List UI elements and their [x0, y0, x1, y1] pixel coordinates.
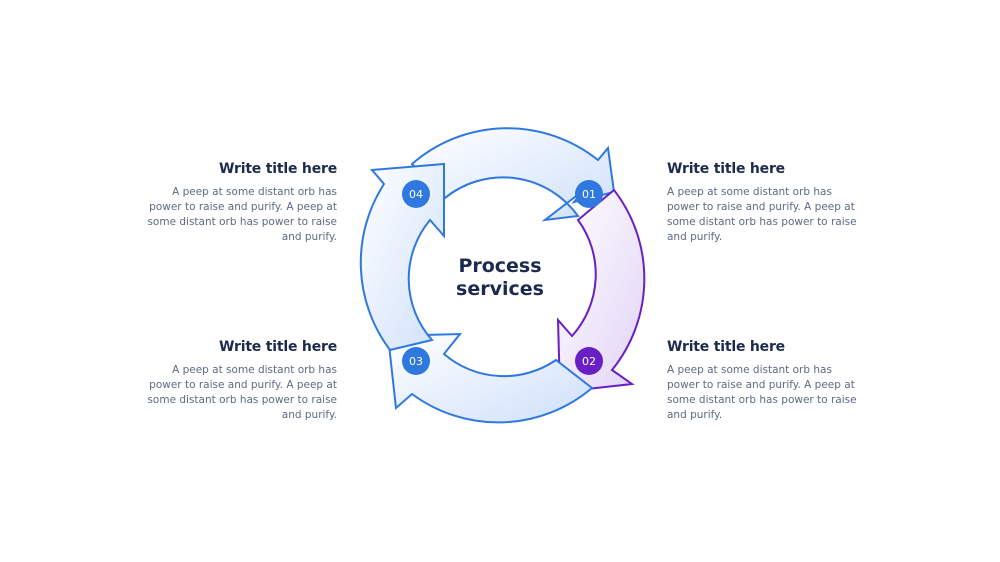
step-text-04: A peep at some distant orb has power to … — [147, 186, 337, 243]
arrow-segment-02 — [556, 188, 646, 394]
step-badge-03: 03 — [402, 347, 430, 375]
step-title-02: Write title here — [667, 339, 785, 355]
arrow-segment-03 — [386, 332, 594, 424]
arrow-segment-04 — [359, 162, 445, 352]
step-badge-01: 01 — [575, 180, 603, 208]
step-block-03: Write title here A peep at some distant … — [137, 339, 337, 423]
step-number-01: 01 — [582, 188, 596, 201]
step-text-02: A peep at some distant orb has power to … — [667, 364, 857, 421]
step-block-02: Write title here A peep at some distant … — [667, 339, 862, 423]
step-text-01: A peep at some distant orb has power to … — [667, 186, 857, 243]
step-block-01: Write title here A peep at some distant … — [667, 161, 862, 245]
step-badge-04: 04 — [402, 180, 430, 208]
step-number-04: 04 — [409, 188, 423, 201]
center-title: Process services — [430, 255, 570, 301]
step-block-04: Write title here A peep at some distant … — [137, 161, 337, 245]
center-title-line2: services — [456, 278, 544, 300]
step-number-03: 03 — [409, 355, 423, 368]
step-title-03: Write title here — [219, 339, 337, 355]
step-text-03: A peep at some distant orb has power to … — [147, 364, 337, 421]
step-title-04: Write title here — [219, 161, 337, 177]
step-title-01: Write title here — [667, 161, 785, 177]
step-number-02: 02 — [582, 355, 596, 368]
step-badge-02: 02 — [575, 347, 603, 375]
center-title-line1: Process — [458, 255, 542, 277]
